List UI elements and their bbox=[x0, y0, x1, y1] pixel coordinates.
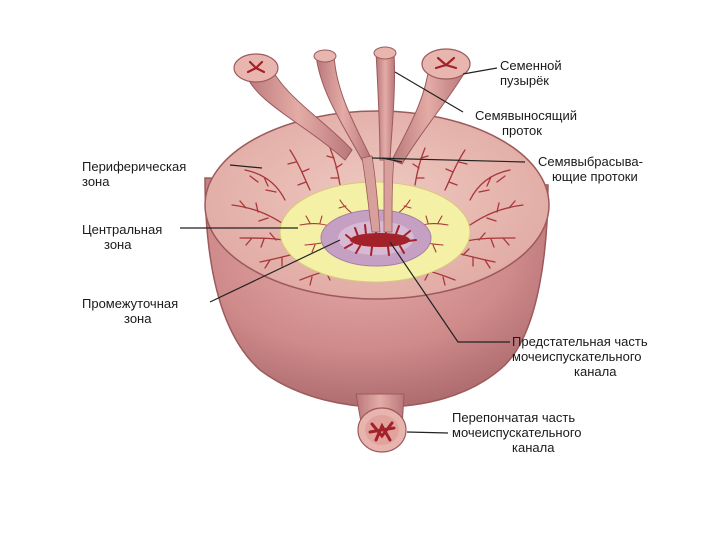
label-seminal-vesicle: Семенной пузырёк bbox=[500, 58, 565, 88]
label-transition-zone: Промежуточная зона bbox=[82, 296, 182, 326]
label-prostatic-urethra: Предстательная часть мочеиспускательного… bbox=[512, 334, 651, 379]
membranous-urethra-tube bbox=[356, 394, 406, 452]
label-ejaculatory-ducts: Семявыбрасыва- ющие протоки bbox=[538, 154, 647, 184]
label-peripheral-zone: Периферическая зона bbox=[82, 159, 190, 189]
label-vas-deferens: Семявыносящий проток bbox=[475, 108, 581, 138]
label-central-zone: Центральная зона bbox=[82, 222, 166, 252]
label-membranous-urethra: Перепончатая часть мочеиспускательного к… bbox=[452, 410, 585, 455]
